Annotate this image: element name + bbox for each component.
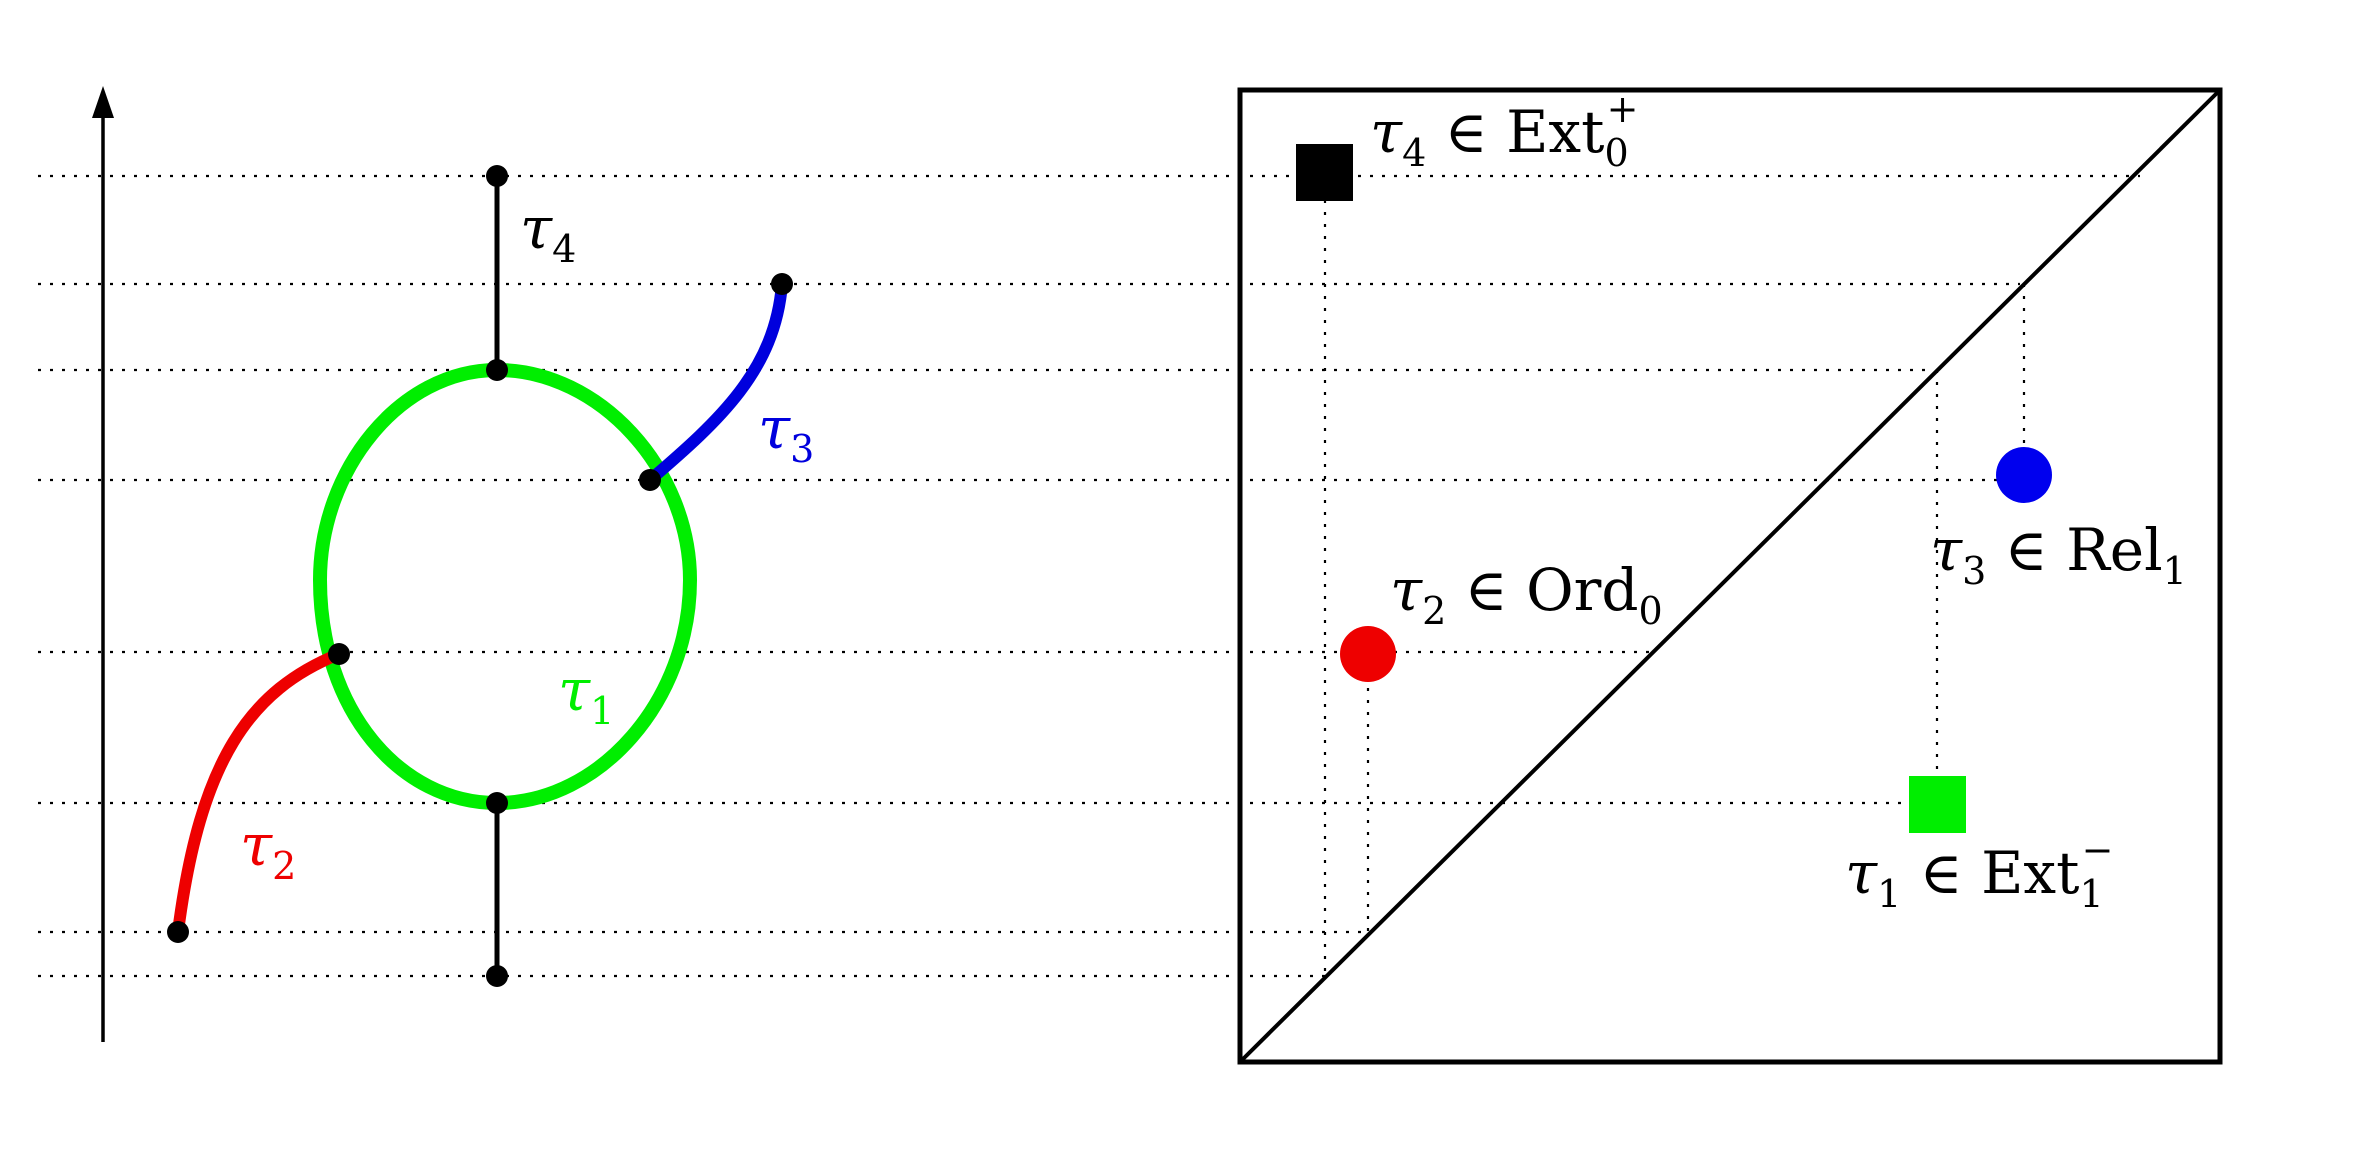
point-label-tau2: τ2 ∈ Ord0: [1390, 556, 1663, 633]
point-tau4-square: [1296, 144, 1353, 201]
level-lines: [38, 174, 2140, 978]
persistence-diagram: τ4 ∈ Ext0+ τ2 ∈ Ord0 τ3 ∈ Rel1 τ1 ∈ Ext1…: [1237, 87, 2223, 1065]
node-loop-top: [486, 359, 508, 381]
branch-label-tau1: τ1: [558, 656, 614, 733]
node-min: [486, 965, 508, 987]
diagonal-line: [1238, 88, 2222, 1064]
edge-tau1-loop: [312, 362, 698, 811]
node-tau2-base: [328, 643, 350, 665]
branch-label-tau3: τ3: [758, 394, 814, 471]
node-tau2-end: [167, 921, 189, 943]
node-tau4-top: [486, 165, 508, 187]
edge-tau2-branch: [172, 648, 342, 933]
node-tau3-base: [639, 469, 661, 491]
point-label-tau1: τ1 ∈ Ext1−: [1845, 828, 2113, 916]
point-tau2-circle: [1340, 626, 1396, 682]
node-tau3-end: [771, 273, 793, 295]
point-label-tau3: τ3 ∈ Rel1: [1930, 516, 2187, 593]
merge-tree: τ4 τ3 τ1 τ2: [167, 165, 814, 987]
edge-tau3-branch: [646, 283, 788, 485]
point-tau3-circle: [1996, 447, 2052, 503]
branch-label-tau4: τ4: [520, 194, 576, 271]
branch-label-tau2: τ2: [240, 811, 296, 888]
point-label-tau4: τ4 ∈ Ext0+: [1370, 87, 1638, 175]
node-loop-bottom: [486, 792, 508, 814]
point-tau1-square: [1909, 776, 1966, 833]
diagram-frame: [1237, 87, 2223, 1065]
axis-arrow-icon: [92, 86, 114, 118]
vertical-axis: [92, 86, 114, 1042]
